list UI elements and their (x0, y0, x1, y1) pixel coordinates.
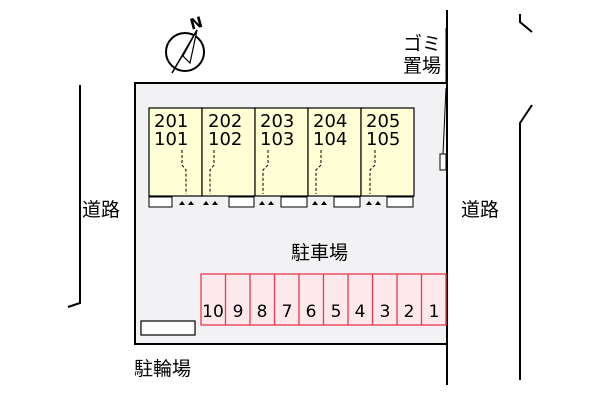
entry-step (148, 196, 173, 208)
parking-space-number: 10 (202, 302, 224, 322)
parking-space-number: 3 (380, 302, 391, 322)
unit: 202 102 (201, 107, 256, 208)
unit-number-upper: 203 (260, 111, 294, 132)
north-label: N (188, 13, 205, 34)
unit-number-lower: 103 (260, 129, 294, 150)
unit: 204 104 (307, 107, 362, 208)
road-label-right: 道路 (461, 199, 499, 221)
unit-number-upper: 205 (366, 111, 400, 132)
unit: 205 105 (360, 107, 415, 208)
top-road-corner (519, 14, 533, 33)
garbage-label-line1: ゴミ (403, 33, 441, 55)
unit-number-upper: 202 (208, 111, 242, 132)
parking-space-number: 9 (233, 302, 244, 322)
entry-step (280, 196, 308, 208)
parking-label: 駐車場 (291, 242, 348, 264)
unit: 201 101 (148, 107, 203, 208)
parking-space-number: 1 (429, 302, 440, 322)
parking-spaces: 10 9 8 7 6 5 4 3 2 1 (200, 273, 447, 326)
unit-number-lower: 102 (208, 129, 242, 150)
parking-space-number: 5 (331, 302, 342, 322)
compass-icon: N (165, 13, 205, 74)
unit-number-lower: 101 (154, 129, 188, 150)
unit-number-upper: 204 (313, 111, 347, 132)
parking-space-number: 8 (257, 302, 268, 322)
unit-number-upper: 201 (154, 111, 188, 132)
parking-space-number: 2 (404, 302, 415, 322)
entry-step (333, 196, 361, 208)
road-label-left: 道路 (82, 199, 120, 221)
garbage-station: ゴミ 置場 (403, 28, 447, 171)
right-road-edge-far (519, 104, 533, 380)
parking-space-number: 6 (306, 302, 317, 322)
bike-parking-area (140, 320, 196, 336)
garbage-label-line2: 置場 (403, 55, 441, 77)
left-road-edge (67, 85, 81, 308)
unit-number-lower: 104 (313, 129, 347, 150)
garbage-box (439, 153, 447, 171)
bike-parking-label: 駐輪場 (134, 358, 191, 380)
parking-space-number: 7 (282, 302, 293, 322)
building: 201 101 202 102 203 103 204 (148, 107, 415, 208)
unit: 203 103 (254, 107, 309, 208)
unit-number-lower: 105 (366, 129, 400, 150)
entry-step (228, 196, 255, 208)
entry-step (386, 196, 414, 208)
parking-space-number: 4 (355, 302, 366, 322)
